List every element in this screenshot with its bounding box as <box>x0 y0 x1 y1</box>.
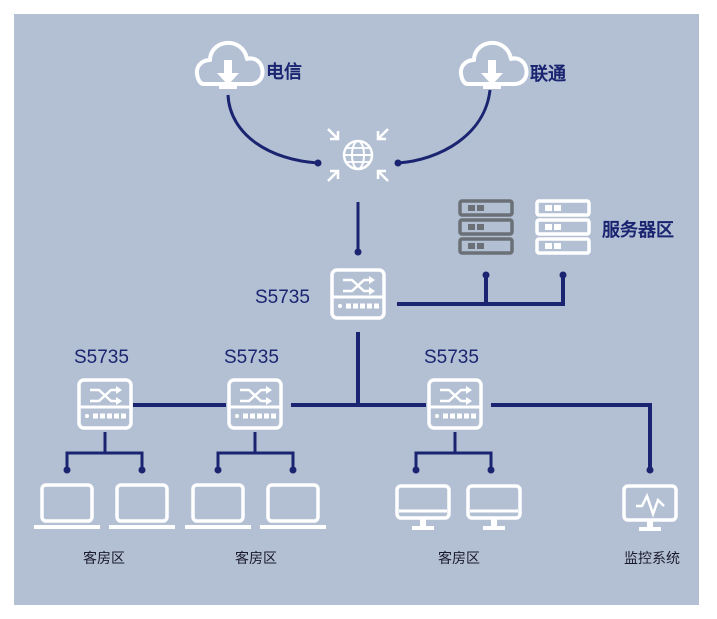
guest-room-label: 客房区 <box>438 550 480 567</box>
isp-unicom-label: 联通 <box>530 64 566 85</box>
access-drop-lines <box>65 432 493 470</box>
core-switch-label: S5735 <box>255 287 310 308</box>
guest-room-label: 客房区 <box>235 550 277 567</box>
connection-lines <box>226 89 492 250</box>
access-switch-label: S5735 <box>424 347 479 368</box>
internet-globe <box>327 128 389 182</box>
access-switch-label: S5735 <box>224 347 279 368</box>
trunk-lines <box>133 275 652 470</box>
server-zone-label: 服务器区 <box>602 219 674 241</box>
unicom-to-internet-line <box>397 89 492 165</box>
access-switch-label: S5735 <box>74 347 129 368</box>
core-to-server-line <box>397 275 565 306</box>
inward-arrows-icon <box>327 128 389 182</box>
guest-room-label: 客房区 <box>83 550 125 567</box>
diagram-background <box>14 14 699 605</box>
monitor-uplink-line <box>491 403 652 470</box>
monitoring-system-label: 监控系统 <box>624 551 680 567</box>
isp-telecom-label: 电信 <box>266 61 302 83</box>
telecom-to-internet-line <box>226 94 319 165</box>
